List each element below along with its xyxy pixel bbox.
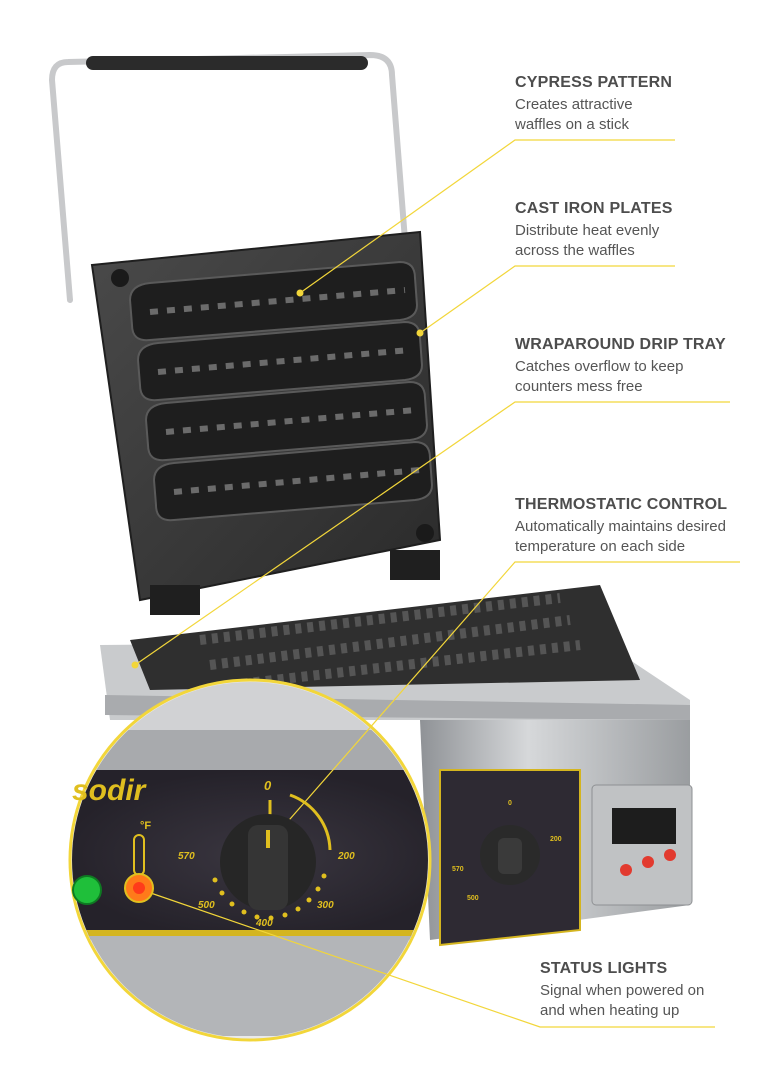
small-dial-label-0: 0 (508, 800, 512, 807)
callout-cast-iron-plates: CAST IRON PLATES Distribute heat evenly … (515, 200, 755, 260)
callout-text: Signal when powered on (540, 982, 705, 999)
callout-text: Automatically maintains desired (515, 518, 726, 535)
callout-text: Creates attractive (515, 96, 633, 113)
callout-text: temperature on each side (515, 537, 686, 555)
callout-text: across the waffles (515, 241, 635, 259)
bottom-plate (130, 585, 640, 690)
callout-status-lights: STATUS LIGHTS Signal when powered on and… (540, 960, 760, 1020)
callout-text: Catches overflow to keep (515, 358, 684, 375)
callout-title: CYPRESS PATTERN (515, 74, 673, 91)
callout-title: CAST IRON PLATES (515, 200, 673, 217)
callout-title: STATUS LIGHTS (540, 960, 668, 977)
handle (48, 51, 408, 303)
small-dial-label-570: 570 (452, 866, 464, 873)
dial-label-400: 400 (256, 918, 273, 929)
callout-title: WRAPAROUND DRIP TRAY (515, 336, 726, 353)
small-dial-label-500: 500 (467, 895, 479, 902)
dial-label-570: 570 (178, 851, 195, 862)
callout-title: THERMOSTATIC CONTROL (515, 496, 728, 513)
callout-text: Distribute heat evenly (515, 222, 660, 239)
dial-label-500: 500 (198, 900, 215, 911)
callout-leaders (134, 139, 740, 1028)
callout-text: waffles on a stick (515, 115, 629, 133)
callout-text: and when heating up (540, 1001, 680, 1019)
dial-unit-label: °F (140, 820, 152, 832)
callout-cypress-pattern: CYPRESS PATTERN Creates attractive waffl… (515, 74, 755, 134)
callout-thermostatic-control: THERMOSTATIC CONTROL Automatically maint… (515, 496, 765, 556)
dial-label-200: 200 (338, 851, 355, 862)
dial-label-300: 300 (317, 900, 334, 911)
magnified-control-panel (68, 678, 432, 1042)
upper-lid (90, 230, 442, 615)
brand-logo: sodir (72, 774, 146, 807)
dial-label-0: 0 (264, 778, 272, 793)
callout-text: counters mess free (515, 377, 643, 395)
small-dial-label-200: 200 (550, 836, 562, 843)
callout-wraparound-drip-tray: WRAPAROUND DRIP TRAY Catches overflow to… (515, 336, 765, 396)
